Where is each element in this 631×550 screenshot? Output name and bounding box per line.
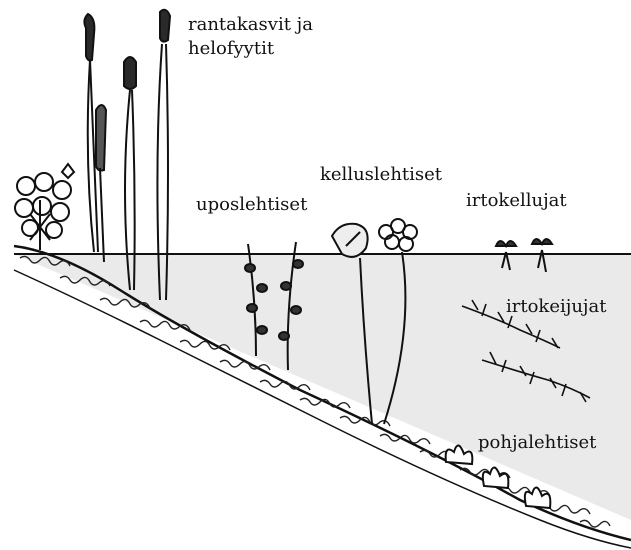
label-helophytes: helofyytit [188, 38, 274, 61]
label-shore-plants: rantakasvit ja [188, 14, 313, 37]
shore-shrub [15, 164, 74, 250]
label-floating-leaved: kelluslehtiset [320, 164, 442, 187]
water-body [14, 254, 631, 520]
label-submerged: uposlehtiset [196, 194, 307, 217]
label-bottom-leaved: pohjalehtiset [478, 432, 596, 455]
label-free-submerged: irtokeijujat [506, 296, 606, 319]
label-free-floating: irtokellujat [466, 190, 567, 213]
